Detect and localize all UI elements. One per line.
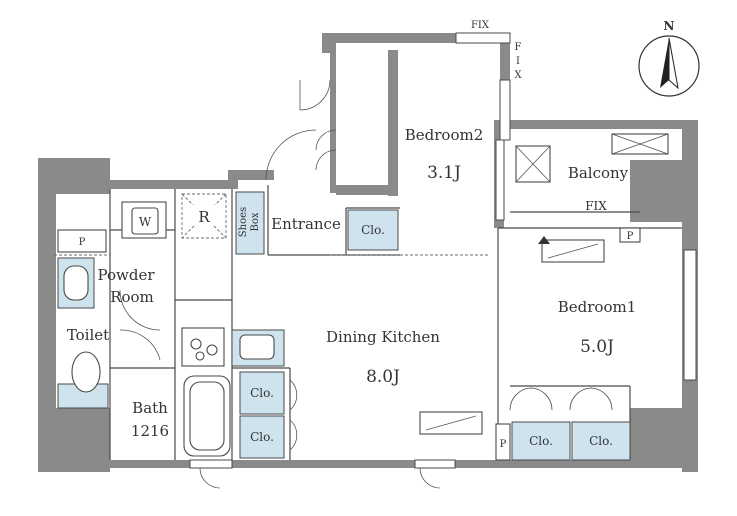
closet-bedroom1-right	[571, 421, 631, 461]
north-label: N	[664, 19, 675, 33]
entry-arrow	[538, 236, 550, 244]
fixtures: W R	[57, 133, 669, 457]
bedroom2-size: 3.1J	[427, 163, 461, 183]
entrance-name: Entrance	[271, 215, 341, 233]
washer-label: W	[139, 215, 152, 229]
closet-bedroom1-left	[511, 421, 571, 461]
bedroom1-size: 5.0J	[580, 337, 614, 357]
stove	[181, 327, 225, 367]
fix-side-label-f: F	[515, 42, 522, 53]
fix-side-label-i: I	[516, 56, 520, 67]
north-arrow-icon	[660, 38, 669, 88]
closet-dk-top-label: Clo.	[250, 386, 274, 400]
refrigerator-label: R	[198, 208, 210, 226]
bedroom2-name: Bedroom2	[405, 126, 484, 144]
closet-bedroom2-label: Clo.	[361, 223, 385, 237]
shoes-box	[235, 191, 265, 255]
closet-dk-bottom-label: Clo.	[250, 430, 274, 444]
closet-dk-bottom	[239, 415, 285, 459]
pipe-space-dk-label: P	[500, 439, 507, 450]
shoes-box-label-1: Shoes	[238, 207, 249, 237]
shoes-box-label-2: Box	[250, 212, 261, 231]
dining-kitchen-size: 8.0J	[366, 367, 400, 387]
windows	[189, 32, 697, 469]
refrigerator-space	[181, 193, 227, 239]
bath-line2: 1216	[131, 422, 169, 440]
balcony-name: Balcony	[568, 164, 629, 182]
toilet-bowl	[71, 351, 101, 393]
fix-balcony-label: FIX	[585, 199, 607, 213]
fix-top-label: FIX	[471, 20, 490, 31]
closet-bedroom1-left-label: Clo.	[529, 434, 553, 448]
closets: Clo. Clo. Clo. Clo. Clo.	[235, 191, 631, 461]
powder-room-line1: Powder	[97, 266, 155, 284]
toilet-name: Toilet	[67, 326, 109, 344]
bedroom1-name: Bedroom1	[558, 298, 637, 316]
pipe-space-balcony	[619, 227, 641, 243]
pipe-space-left	[57, 229, 107, 253]
dining-kitchen-name: Dining Kitchen	[326, 328, 440, 346]
closet-dk-top	[239, 371, 285, 415]
pipe-space-dk	[495, 423, 511, 461]
fix-side-label-x: X	[514, 70, 522, 81]
bath-line1: Bath	[132, 399, 168, 417]
doors	[119, 79, 613, 489]
closet-bedroom1-right-label: Clo.	[589, 434, 613, 448]
pipe-space-balcony-label: P	[627, 231, 634, 242]
powder-room-line2: Room	[110, 288, 154, 306]
closet-bedroom2	[347, 209, 399, 251]
pipe-spaces: P P P	[57, 227, 641, 461]
pipe-space-left-label: P	[79, 237, 86, 248]
north-compass: N	[638, 19, 700, 97]
